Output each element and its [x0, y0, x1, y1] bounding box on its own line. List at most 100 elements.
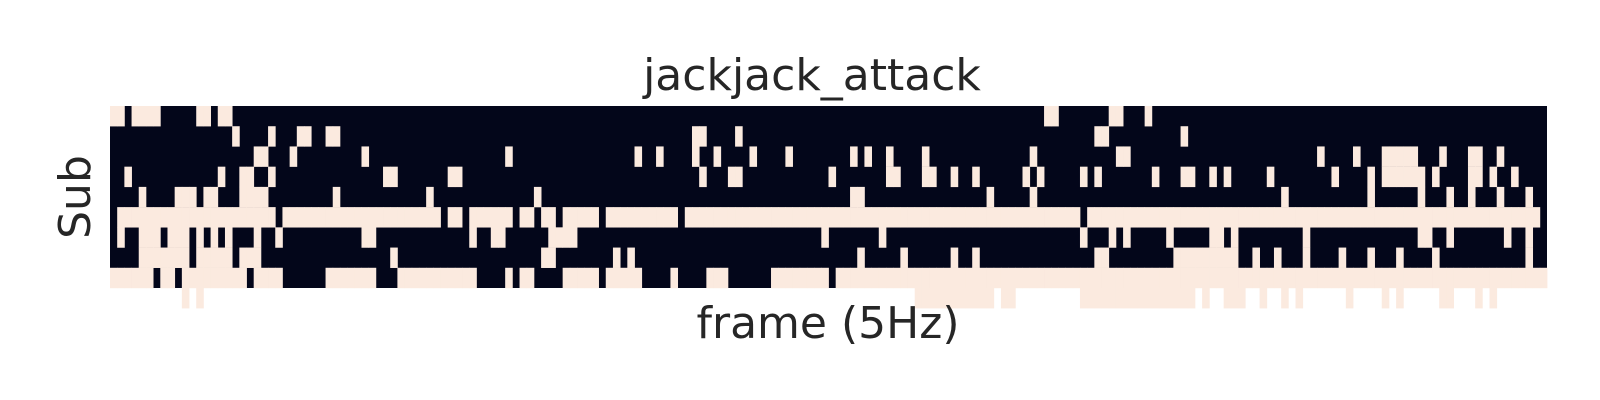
heatmap-cell: [828, 207, 837, 228]
heatmap-cell: [174, 207, 183, 228]
heatmap-cell: [569, 267, 578, 289]
heatmap-cell: [160, 267, 168, 289]
heatmap-cell: [569, 227, 578, 248]
heatmap-cell: [850, 207, 858, 228]
heatmap-cell: [943, 207, 952, 228]
heatmap-cell: [562, 227, 571, 248]
heatmap-cell: [965, 267, 973, 289]
heatmap-cell: [167, 207, 176, 228]
heatmap-cell: [1123, 227, 1131, 248]
heatmap-cell: [131, 267, 140, 289]
heatmap-cell: [900, 207, 908, 228]
heatmap-cell: [799, 267, 808, 289]
heatmap-cell: [1072, 267, 1081, 289]
heatmap-cell: [167, 247, 176, 268]
heatmap-cell: [239, 207, 247, 228]
heatmap-cell: [656, 207, 664, 228]
heatmap-cell: [203, 247, 211, 268]
heatmap-cell: [857, 267, 865, 289]
heatmap-cell: [1475, 288, 1483, 309]
heatmap-cell: [684, 207, 693, 228]
heatmap-cell: [957, 267, 966, 289]
heatmap-cell: [253, 207, 262, 228]
heatmap-cell: [217, 247, 226, 268]
heatmap-cell: [361, 227, 370, 248]
heatmap-cell: [1180, 267, 1189, 289]
heatmap-cell: [1137, 288, 1146, 309]
heatmap-cell: [505, 207, 513, 228]
heatmap-cell: [1180, 247, 1189, 268]
heatmap-cell: [1446, 207, 1454, 228]
heatmap-cell: [957, 288, 966, 309]
heatmap-cell: [1367, 166, 1375, 188]
heatmap-cell: [806, 207, 815, 228]
heatmap-cell: [519, 207, 528, 228]
heatmap-cell: [857, 207, 865, 228]
heatmap-cell: [828, 166, 837, 188]
heatmap-cell: [210, 247, 219, 268]
heatmap-cell: [1317, 267, 1325, 289]
heatmap-cell: [914, 288, 923, 309]
heatmap-cell: [1532, 267, 1541, 289]
heatmap-cell: [1281, 288, 1289, 309]
heatmap-cell: [1353, 267, 1361, 289]
heatmap-cell: [1202, 288, 1210, 309]
heatmap-cell: [469, 267, 477, 289]
heatmap-cell: [1015, 207, 1023, 228]
heatmap-cell: [1288, 207, 1296, 228]
heatmap-cell: [1410, 267, 1419, 289]
heatmap-cell: [196, 247, 204, 268]
heatmap-cell: [850, 146, 858, 167]
heatmap-cell: [1388, 207, 1397, 228]
heatmap-cell: [1008, 267, 1016, 289]
heatmap-cell: [979, 267, 987, 289]
heatmap-cell: [433, 207, 441, 228]
heatmap-cell: [232, 126, 240, 147]
heatmap-cell: [1008, 207, 1016, 228]
heatmap-cell: [1187, 207, 1196, 228]
heatmap-cell: [749, 146, 758, 167]
heatmap-cell: [1417, 207, 1426, 228]
heatmap-cell: [1331, 267, 1340, 289]
heatmap-cell: [196, 288, 204, 309]
heatmap-cell: [1439, 146, 1447, 167]
heatmap-cell: [361, 267, 370, 289]
heatmap-cell: [1367, 267, 1375, 289]
heatmap-cell: [1410, 207, 1419, 228]
heatmap-cell: [799, 207, 808, 228]
heatmap-cell: [1094, 166, 1102, 188]
heatmap-cell: [691, 207, 700, 228]
heatmap-cell: [1417, 267, 1426, 289]
heatmap-cell: [1144, 267, 1153, 289]
heatmap-cell: [1252, 247, 1260, 268]
heatmap-cell: [541, 207, 549, 228]
heatmap-cell: [842, 267, 851, 289]
heatmap-cell: [1525, 207, 1534, 228]
heatmap-cell: [921, 207, 930, 228]
heatmap-cell: [1525, 247, 1534, 268]
heatmap-cell: [1108, 106, 1117, 127]
heatmap-cell: [1453, 267, 1462, 289]
heatmap-cell: [1216, 207, 1225, 228]
heatmap-cell: [1273, 207, 1282, 228]
heatmap-cell: [929, 207, 937, 228]
heatmap-cell: [634, 146, 643, 167]
heatmap-cell: [246, 247, 255, 268]
heatmap-cell: [1151, 166, 1160, 188]
heatmap-cell: [1029, 186, 1038, 208]
heatmap-cell: [548, 227, 556, 248]
heatmap-cell: [1094, 126, 1102, 147]
heatmap-cell: [275, 267, 283, 289]
heatmap-cell: [181, 186, 190, 208]
heatmap-cell: [771, 207, 779, 228]
heatmap-cell: [447, 166, 456, 188]
heatmap-cell: [900, 247, 908, 268]
heatmap-cell: [1496, 146, 1505, 167]
heatmap-cell: [1101, 207, 1110, 228]
heatmap-cell: [605, 267, 614, 289]
heatmap-cell: [1482, 207, 1490, 228]
heatmap-cell: [203, 267, 211, 289]
heatmap-cell: [785, 207, 793, 228]
heatmap-cell: [1180, 166, 1189, 188]
heatmap-cell: [167, 227, 176, 248]
